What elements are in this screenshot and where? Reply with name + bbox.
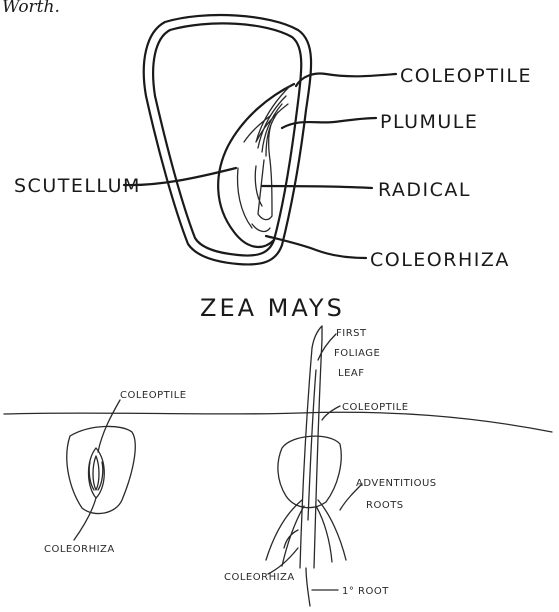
primary-root xyxy=(306,568,310,606)
leaf-tip xyxy=(312,326,322,348)
bl-coleorhiza-leader xyxy=(74,498,96,540)
germinating-kernel xyxy=(67,400,135,540)
label-coleoptile: COLEOPTILE xyxy=(400,65,532,87)
kernel-outer-outline xyxy=(144,15,311,264)
radicle-drawing xyxy=(252,160,272,231)
br-label-roots: ROOTS xyxy=(366,500,404,511)
label-radical: RADICAL xyxy=(378,179,471,201)
br-label-coleoptile: COLEOPTILE xyxy=(342,402,409,413)
label-scutellum: SCUTELLUM xyxy=(14,175,141,197)
label-plumule: PLUMULE xyxy=(380,111,478,133)
scutellum-inner xyxy=(238,168,252,228)
kernel-section xyxy=(124,15,396,264)
bl-label-coleoptile: COLEOPTILE xyxy=(120,390,187,401)
br-label-adventitious: ADVENTITIOUS xyxy=(356,478,437,489)
br-label-first: FIRST xyxy=(336,328,367,339)
caption-text: Worth. xyxy=(2,0,60,17)
br-label-leaf: LEAF xyxy=(338,368,364,379)
br-label-primary-root: 1° ROOT xyxy=(342,586,389,597)
br-label-coleorhiza: COLEORHIZA xyxy=(224,572,295,583)
adventitious-roots xyxy=(266,500,346,566)
label-coleorhiza: COLEORHIZA xyxy=(370,249,510,271)
bl-label-coleorhiza: COLEORHIZA xyxy=(44,544,115,555)
br-label-foliage: FOLIAGE xyxy=(334,348,380,359)
plumule-drawing xyxy=(244,86,290,160)
embryo-small xyxy=(89,448,105,498)
diagram-title: ZEA MAYS xyxy=(200,294,345,322)
radical-leader xyxy=(262,186,372,188)
